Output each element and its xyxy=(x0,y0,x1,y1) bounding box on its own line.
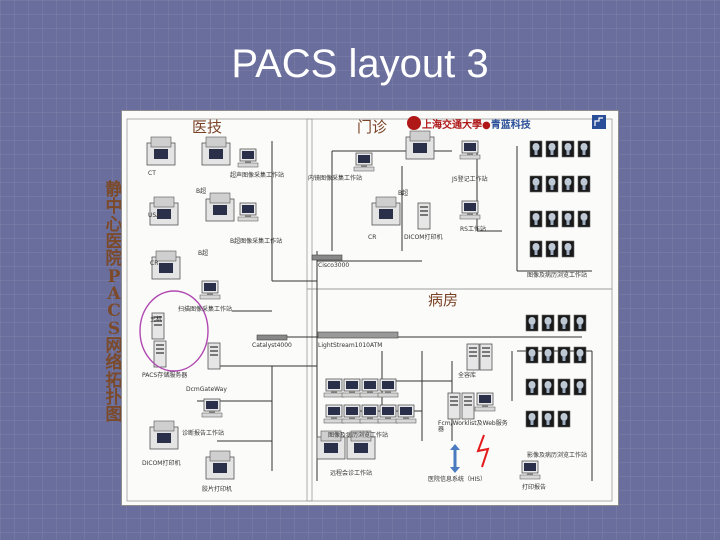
label-expert-ws: 远程会诊工作站 xyxy=(330,470,373,477)
diagram-vertical-title: 静中心医院PACS网络拓扑图 xyxy=(105,180,123,426)
zone-outpatient: 门诊 xyxy=(357,118,388,136)
label-endoscopy-ws: 内镜图像采集工作站 xyxy=(308,175,363,182)
pacs-server-highlight xyxy=(139,290,209,372)
label-worklist-srv: Fcm/Worklist及Web服务器 xyxy=(438,420,508,433)
label-ultrasound: B超 xyxy=(196,188,207,195)
company-logo-icon xyxy=(592,115,606,129)
label-cisco: Cisco3000 xyxy=(318,262,350,269)
label-pacs-server: PACS存储服务器 xyxy=(142,372,188,379)
label-rs-ws: RS工作站 xyxy=(460,226,486,233)
label-cr-left: CR xyxy=(150,260,159,267)
catalyst-switch xyxy=(256,334,288,341)
zone-ward: 病房 xyxy=(428,291,459,309)
label-ward-view-ws: 影像及病历浏览工作站 xyxy=(527,452,588,459)
label-dicom-printer-op: DICOM打印机 xyxy=(404,234,443,241)
label-image-capture-2: B超图像采集工作站 xyxy=(230,238,283,245)
label-b-ultrasound: B超 xyxy=(398,190,409,197)
cisco-switch xyxy=(311,254,343,261)
label-dcm-gateway: DcmGateWay xyxy=(186,386,227,393)
label-his: 医院信息系统（HIS） xyxy=(428,476,487,483)
label-image-capture-1: 超声图像采集工作站 xyxy=(230,172,285,179)
label-image-review-ws: 图像及病历浏览工作站 xyxy=(328,432,389,439)
university-name: 上海交通大學 xyxy=(422,120,482,131)
university-logo xyxy=(407,116,421,130)
label-dicom-printer: DICOM打印机 xyxy=(142,460,181,467)
label-print-ws: 打印报告 xyxy=(522,484,547,491)
logo-separator: ● xyxy=(482,120,491,131)
atm-switch xyxy=(317,331,399,339)
label-host: 主机 xyxy=(150,316,163,323)
label-storage: 全容库 xyxy=(458,372,477,379)
label-b-scan: B超 xyxy=(198,250,209,257)
company-name: 青蓝科技 xyxy=(490,120,531,131)
label-light-stream: LightStream1010ATM xyxy=(318,342,383,349)
label-usa: USA xyxy=(148,212,161,219)
zone-radiology: 医技 xyxy=(192,118,223,136)
logo-block: 上海交通大學●青蓝科技 xyxy=(422,116,531,131)
pacs-network-diagram: 上海交通大學●青蓝科技 医技 门诊 病房 CT USA CR B超 超声图像采集… xyxy=(121,110,619,506)
label-switch-main: Catalyst4000 xyxy=(252,342,292,349)
label-scan-workstation: 扫描图像采集工作站 xyxy=(178,306,233,313)
label-cr-outpatient: CR xyxy=(368,234,377,241)
network-lines xyxy=(126,115,613,502)
label-js-ws: JS登记工作站 xyxy=(452,176,488,183)
label-outpatient-view-ws: 图像及病历浏览工作站 xyxy=(527,272,588,279)
label-report-ws: 诊断报告工作站 xyxy=(182,430,225,437)
ward-region xyxy=(306,288,613,502)
radiology-region xyxy=(126,118,313,502)
lightning-icon xyxy=(476,434,490,468)
label-ct: CT xyxy=(148,170,156,177)
label-pacs-printer: 胶片打印机 xyxy=(202,486,233,493)
slide-title: PACS layout 3 xyxy=(231,42,489,86)
